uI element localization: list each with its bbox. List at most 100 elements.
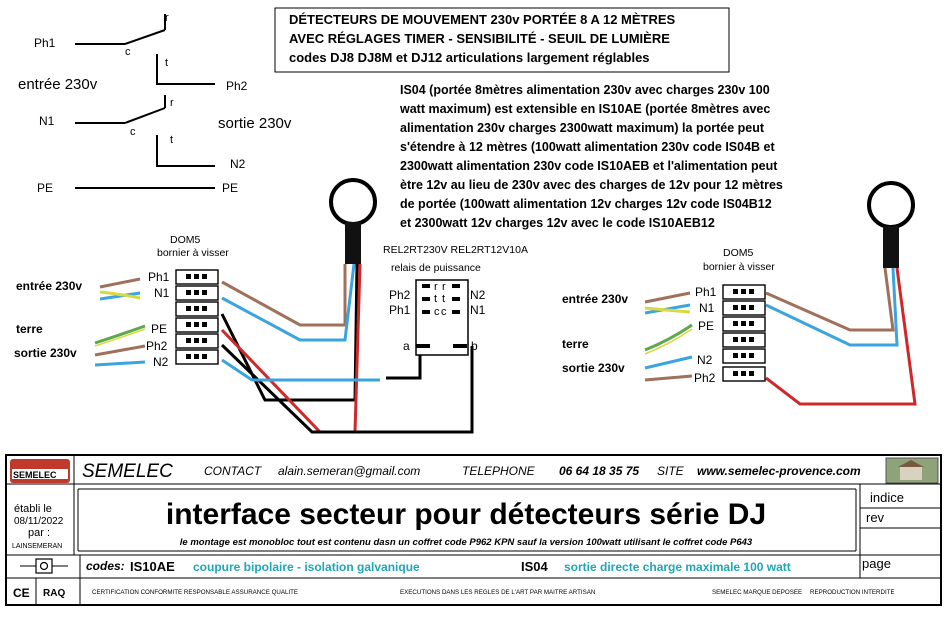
relay-contacts [416,284,467,348]
detector-left [329,178,377,264]
logo-text: SEMELEC [13,470,57,480]
title-line-1: DÉTECTEURS DE MOUVEMENT 230v PORTÉE 8 A … [289,12,676,27]
wire-blue [644,355,693,370]
phone-label: TELEPHONE [462,464,536,478]
terminal-subtitle: bornier à visser [157,247,229,259]
relay-pin: c [441,306,447,318]
schematic-entree: entrée 230v [18,76,98,93]
contact-email[interactable]: alain.semeran@gmail.com [278,464,420,478]
schematic-n2: N2 [230,157,246,171]
title-line-2: AVEC RÉGLAGES TIMER - SENSIBILITÉ - SEUI… [289,31,670,46]
left-terminal-block: DOM5 bornier à visser Ph1 N1 PE Ph2 N2 [14,234,229,369]
right-wiring [644,267,917,406]
relay-pin: c [434,306,440,318]
reproduction-text: REPRODUCTION INTERDITE [810,589,895,596]
terminal-slots [722,284,766,382]
terminal-label: N2 [153,355,169,369]
building-photo-house [900,466,922,480]
relay: REL2RT230V REL2RT12V10A relais de puissa… [383,244,528,356]
relay-label-a: a [403,339,410,353]
relay-right-label: N2 [470,288,486,302]
terminal-labels: Ph1 N1 PE Ph2 N2 [146,270,170,369]
schematic-pe-right: PE [222,181,238,195]
page-label: page [862,556,891,571]
code2-desc: sortie directe charge maximale 100 watt [564,560,791,574]
description-line: IS04 (portée 8mètres alimentation 230v a… [400,83,770,97]
terminal-title: DOM5 [723,247,753,259]
schematic-pe-left: PE [37,181,53,195]
terminal-labels: Ph1 N1 PE N2 Ph2 [694,285,717,385]
wire-red-to-detector [765,267,917,406]
code2: IS04 [521,559,549,574]
rev-label: rev [866,510,885,525]
relay-pin: t [434,293,437,305]
wire-blue [94,360,146,367]
author-name: LAINSEMERAN [12,543,62,550]
detector-arm [883,226,899,268]
description-line: 2300watt alimentation 230v code IS10AEB … [400,159,778,173]
relay-pin: r [442,281,446,293]
schematic-ph2: Ph2 [226,79,248,93]
wire-brown-to-detector [221,264,347,327]
switch-contact [124,107,166,124]
side-label-entree: entrée 230v [562,292,628,306]
description-line: ètre 12v au lieu de 230v avec des charge… [400,178,783,192]
relay-subtitle: relais de puissance [391,262,481,274]
title-block: SEMELEC SEMELEC CONTACT alain.semeran@gm… [5,454,942,606]
etabli-label: établi le [14,503,52,515]
schematic-sortie: sortie 230v [218,115,292,132]
relay-pin: r [434,281,438,293]
wire-blue-out [221,358,380,382]
sensor-icon [20,558,68,574]
site-url[interactable]: www.semelec-provence.com [697,464,861,478]
brand-name: SEMELEC [82,461,173,482]
description-line: watt maximum) est extensible en IS10AE (… [399,102,770,116]
code1-desc: coupure bipolaire - isolation galvanique [193,560,420,574]
building-photo-roof [898,460,924,467]
description-line: de portée (100watt alimentation 12v char… [400,197,772,211]
terminal-screws [186,274,207,359]
wire-brown [644,374,693,382]
side-label-terre: terre [16,322,43,336]
side-label-entree: entrée 230v [16,279,82,293]
description-line: et 2300watt 12v charges 12v avec le code… [400,216,715,230]
relay-body [415,279,469,356]
wire-yellow [99,290,141,300]
terminal-screws [733,289,754,376]
label-r: r [165,12,169,24]
main-title: interface secteur pour détecteurs série … [166,498,766,531]
wire-brown [644,291,691,304]
phone-number: 06 64 18 35 75 [559,464,639,478]
description-line: alimentation 230v charges 2300watt maxim… [400,121,765,135]
wire-brown-to-detector [765,267,895,332]
site-label: SITE [657,464,685,478]
detector-right [867,181,915,268]
detector-lens [867,181,915,229]
right-terminal-block: DOM5 bornier à visser Ph1 N1 PE N2 Ph2 [562,247,775,385]
terminal-label: PE [151,322,167,336]
execution-text: EXECUTIONS DANS LES REGLES DE L'ART PAR … [400,589,595,596]
title-box [274,7,730,73]
terminal-label: Ph1 [148,270,170,284]
terminal-title: DOM5 [170,234,200,246]
terminal-label: Ph2 [146,339,168,353]
code1: IS10AE [130,559,175,574]
relay-pins: r r t t c c [434,281,447,318]
label-t: t [165,57,168,69]
terminal-label: Ph1 [695,285,717,299]
side-label-terre: terre [562,337,589,351]
wire-blue-to-detector [221,263,356,342]
switch-contact [124,29,166,45]
wire-black-a [386,346,422,380]
schematic-ph1: Ph1 [34,36,56,50]
wire-brown [99,277,141,289]
terminal-slots [175,269,219,365]
relay-left-label: Ph2 [389,288,411,302]
wire-black-to-relay [220,263,359,402]
wire-black-b [220,343,474,434]
detector-arm [345,222,361,264]
wire-blue-to-detector [765,267,899,347]
wire [156,54,215,85]
